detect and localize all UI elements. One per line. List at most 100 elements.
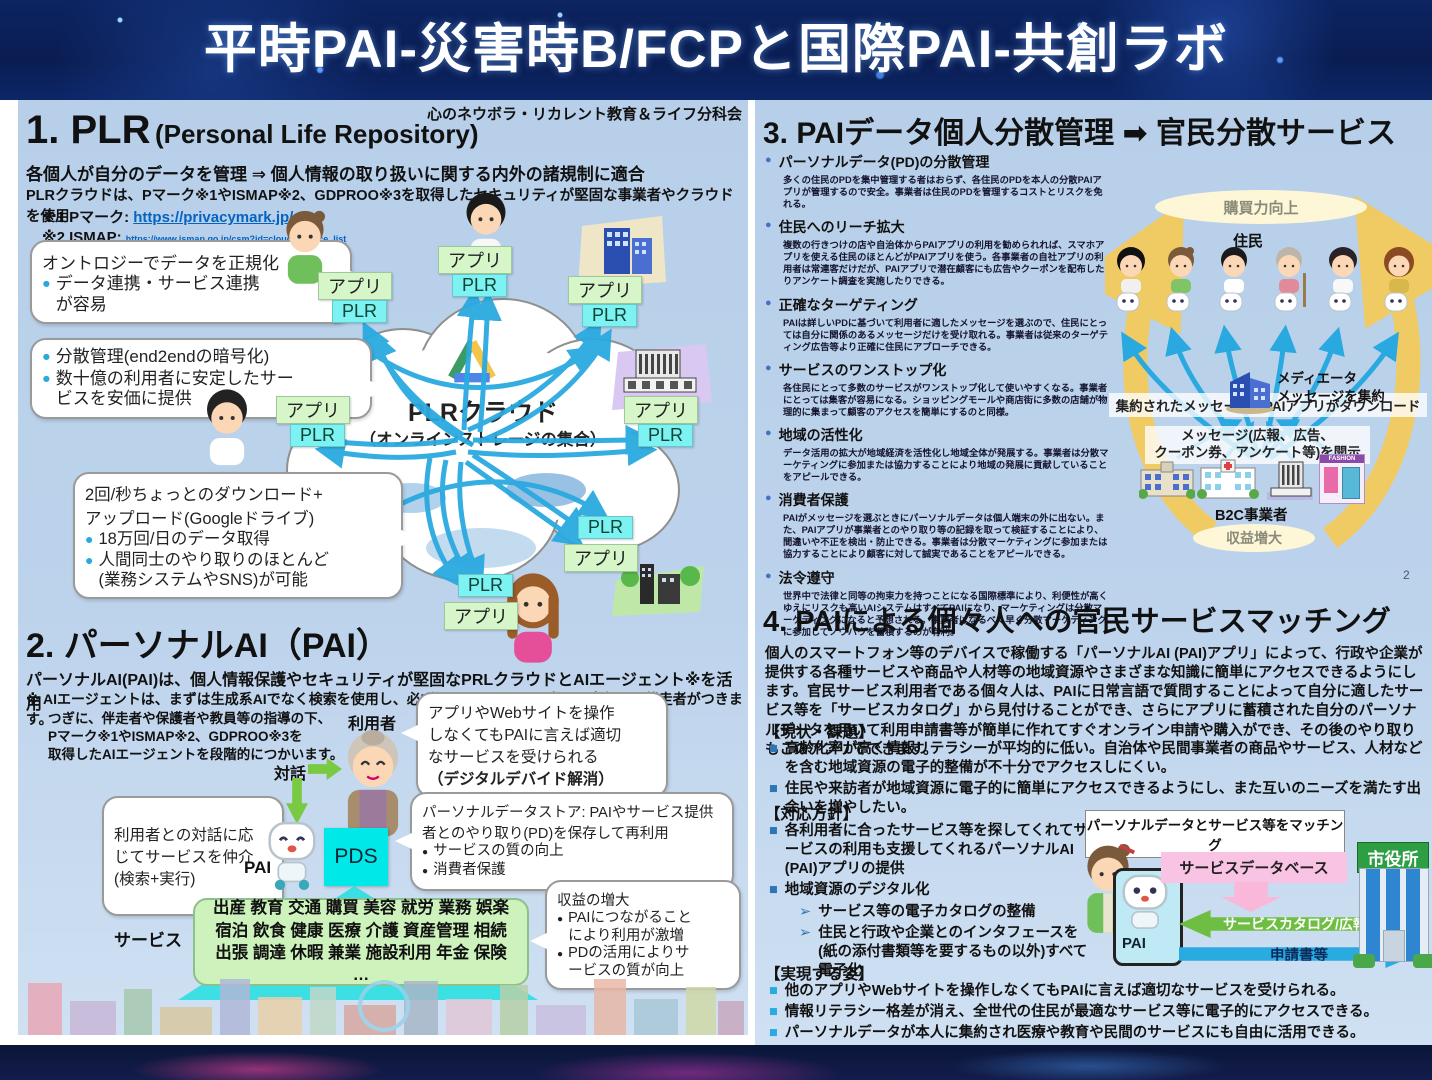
bubble-mediate-text: 利用者との対話に応 じてサービスを仲介 (検索+実行)	[114, 827, 254, 888]
city-hall-door	[1383, 930, 1405, 962]
sub-arrow-bullet: ➢	[799, 903, 812, 920]
bubble-profit-item1: PAIにつながること により利用が激増	[568, 910, 692, 944]
plr-label: PLR	[290, 424, 346, 447]
section1-line1: 各個人が自分のデータを管理 ⇒ 個人情報の取り扱いに関する内外の諸規制に適合	[26, 165, 645, 184]
list-item: ➢ サービス等の電子カタログの整備	[799, 903, 1097, 922]
bullet-dot: ●	[422, 866, 429, 878]
app-label: アプリ	[564, 544, 638, 572]
plr-label: PLR	[638, 424, 694, 447]
bullet-title: パーソナルデータ(PD)の分散管理	[778, 154, 990, 170]
policy-subitem-text: サービス等の電子カタログの整備	[818, 903, 1036, 920]
bullet-title: 法令遵守	[778, 569, 835, 586]
ismap-link[interactable]: https://www.ismap.go.jp/csm?id=cloud_ser…	[125, 234, 347, 244]
left-panel: 心のネウボラ・リカレント教育＆ライフ分科会 1. PLR (Personal L…	[18, 100, 748, 1035]
bullet-dot: ●	[85, 552, 94, 569]
bullet-body: PAIがメッセージを選ぶときにパーソナルデータは個人端末の外に出ない。また、PA…	[783, 513, 1108, 560]
policy-subitem-text: 住民と行政や企業とのインタフェースを(紙の添付書類等を要するもの以外)すべて電子…	[818, 924, 1088, 979]
status-list: ■高齢化率が高く情報リテラシーが平均的に低い。自治体や民間事業者の商品やサービス…	[769, 740, 1424, 821]
bubble-no-app-body: アプリやWebサイトを操作 しなくてもPAIに言えば適切 なサービスを受けられる	[428, 705, 622, 766]
bubble-throughput-item2: 人間同士のやり取りのほとんど (業務システムやSNS)が可能	[98, 551, 329, 590]
pds-box: PDS	[324, 828, 388, 886]
callout-tail	[1135, 838, 1151, 852]
policy-heading: 【対応方針】	[765, 806, 859, 823]
list-item: ■情報リテラシー格差が消え、全世代の住民が最適なサービス等に電子的にアクセスでき…	[769, 1003, 1424, 1022]
section3-heading: 3. PAIデータ個人分散管理 ➡ 官民分散サービス	[763, 117, 1396, 150]
bullet-dot: ●	[765, 361, 772, 374]
building-city-blue	[578, 216, 666, 288]
residents-row	[1116, 247, 1414, 312]
section4-heading: 4. PAIによる個々人への官民サービスマッチング	[763, 606, 1391, 638]
hedge-icon	[1353, 954, 1375, 968]
bullet-body: 世界中で法律と同等の拘束力を持つことになる国際標準により、利便性が高くゆえにリス…	[783, 590, 1108, 637]
header-banner: 平時PAI-災害時B/FCPと国際PAI-共創ラボ	[0, 0, 1432, 100]
section2-line1: パーソナルAI(PAI)は、個人情報保護やセキュリティが堅固なPRLクラウドとA…	[26, 672, 733, 713]
page-title: 平時PAI-災害時B/FCPと国際PAI-共創ラボ	[203, 20, 1229, 79]
bullet-title: 消費者保護	[778, 492, 849, 509]
bullet-dot: ●	[765, 427, 772, 440]
list-item: ●地域の活性化 データ活用の拡大が地域経済を活性化し地域全体が発展する。事業者は…	[765, 425, 1109, 483]
square-bullet: ■	[769, 1004, 778, 1021]
policy-list: ■各利用者に合ったサービス等を探してくれてサービスの利用も支援してくれるパーソナ…	[769, 822, 1097, 983]
list-item: ■他のアプリやWebサイトを操作しなくてもPAIに言えば適切なサービスを受けられ…	[769, 982, 1424, 1001]
note-pmark-label: ※1 Pマーク:	[42, 209, 130, 226]
cityscape	[18, 972, 748, 1035]
list-item: ➢住民と行政や企業とのインタフェースを(紙の添付書類等を要するもの以外)すべて電…	[799, 924, 1097, 981]
list-item: ■パーソナルデータが本人に集約され医療や教育や民間のサービスにも自由に活用できる…	[769, 1024, 1424, 1043]
section2-heading: 2. パーソナルAI（PAI）	[26, 627, 390, 665]
right-panel: 3. PAIデータ個人分散管理 ➡ 官民分散サービス ● パーソナルデータ(PD)…	[755, 100, 1432, 1045]
section1-heading: 1. PLR (Personal Life Repository)	[26, 108, 479, 153]
square-bullet: ■	[769, 983, 778, 999]
building-government	[612, 344, 712, 410]
hedge-icon	[1413, 954, 1432, 968]
pai-label: PAI	[244, 858, 272, 877]
bubble-ontology-item: データ連携・サービス連携 が容易	[55, 274, 260, 314]
revenue-ellipse: 収益増大	[1193, 524, 1315, 552]
app-label: アプリ	[438, 246, 512, 274]
status-item-text: 高齢化率が高く情報リテラシーが平均的に低い。自治体や民間事業者の商品やサービス、…	[784, 741, 1423, 777]
page-number: 2	[1403, 568, 1410, 582]
note-pmark: ※1 Pマーク: https://privacymark.jp/	[42, 206, 293, 227]
pai-robot-small	[1122, 874, 1168, 929]
bubble-distributed-item1: 分散管理(end2endの暗号化)	[55, 347, 270, 366]
bullet-body: 多くの住民のPDを集中管理する者はおらず、各住民のPDを本人の分散PAIアプリが…	[783, 175, 1103, 210]
square-bullet: ■	[769, 1025, 778, 1042]
bullet-dot: ●	[42, 370, 51, 387]
bubble-tail	[401, 724, 420, 742]
pai-label: PAI	[1122, 935, 1146, 952]
list-item: ■住民や来訪者が地域資源に電子的に簡単にアクセスできるようにし、また互いのニーズ…	[769, 780, 1424, 818]
bullet-dot: ●	[557, 949, 564, 961]
bullet-body: 各住民にとって多数のサービスがワンストップ化して使いやすくなる。事業者にとっては…	[783, 382, 1108, 417]
section2-line3: つぎに、伴走者や保護者や教員等の指導の下、 Pマーク※1やISMAP※2、GDP…	[48, 711, 344, 763]
bullet-dot: ●	[765, 569, 772, 582]
list-item: ●消費者保護 PAIがメッセージを選ぶときにパーソナルデータは個人端末の外に出な…	[765, 490, 1109, 560]
list-item: ● 法令遵守 世界中で法律と同等の拘束力を持つことになる国際標準により、利便性が高…	[765, 568, 1109, 638]
bullet-body: 複数の行きつけの店や自治体からPAIアプリの利用を勧められれば、スマホアプリを使…	[783, 240, 1105, 287]
status-heading: 【現状・課題】	[765, 724, 874, 741]
ferris-wheel-icon	[358, 980, 410, 1032]
plr-label: PLR	[458, 574, 514, 597]
person-woman-green	[286, 210, 325, 284]
bullet-dot: ●	[42, 349, 51, 365]
plr-label: PLR	[452, 274, 508, 297]
plr-label: PLR	[332, 300, 388, 323]
policy-item-text: 地域資源のデジタル化	[784, 882, 930, 899]
privacymark-link[interactable]: https://privacymark.jp/	[133, 209, 294, 226]
message-disclose-label: メッセージ(広報、広告、 クーポン券、アンケート等)を開示	[1145, 426, 1370, 464]
plr-label: PLR	[578, 516, 634, 539]
vision-list: ■他のアプリやWebサイトを操作しなくてもPAIに言えば適切なサービスを受けられ…	[769, 982, 1424, 1045]
section1-subtitle: (Personal Life Repository)	[154, 119, 479, 149]
bullet-title: 正確なターゲティング	[778, 296, 918, 313]
mediator-label: メディエータ メッセージを集約	[1277, 371, 1385, 404]
fashion-sign: FASHION	[1320, 455, 1364, 463]
bubble-tail	[368, 380, 388, 398]
person-man	[207, 389, 247, 466]
bubble-tail	[395, 832, 414, 850]
bubble-profit-item2: PDの活用によりサ ービスの質が向上	[568, 945, 690, 980]
bullet-dot: ●	[42, 276, 51, 292]
user-label: 利用者	[348, 716, 397, 733]
bullet-title: サービスのワンストップ化	[778, 361, 947, 378]
bubble-distributed-item2: 数十億の利用者に安定したサー ビスを安価に提供	[55, 368, 294, 409]
catalog-arrow-label: サービスカタログ/広報等	[1223, 916, 1381, 932]
bubble-throughput-item1: 18万回/日のデータ取得	[98, 530, 270, 548]
